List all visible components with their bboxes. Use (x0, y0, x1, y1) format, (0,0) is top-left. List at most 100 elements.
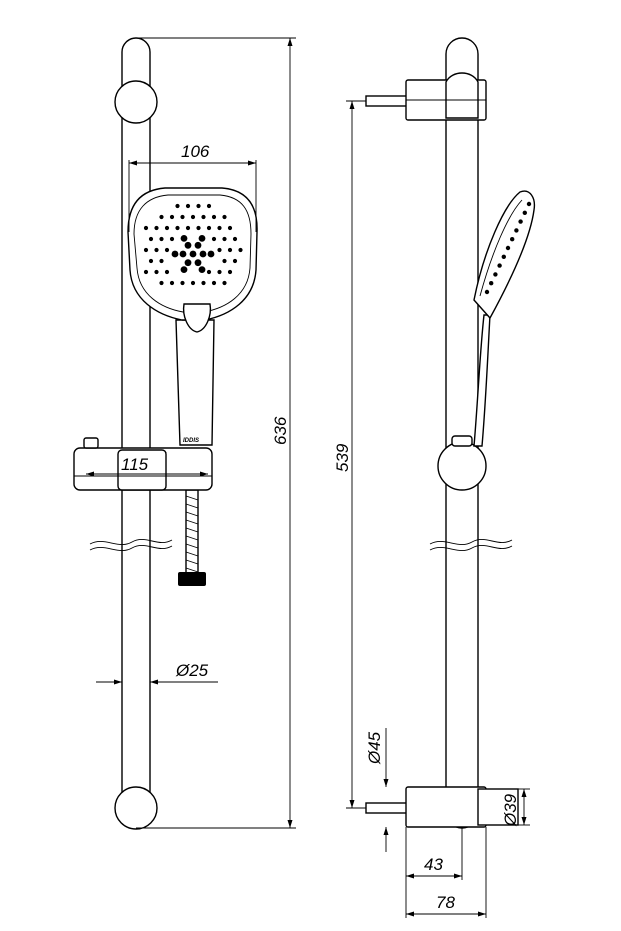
nozzle-dot (148, 236, 154, 242)
nozzle-dot (190, 280, 196, 286)
nozzle-dot (194, 241, 202, 249)
nozzle-dot (180, 214, 185, 220)
nozzle-dot (211, 214, 217, 220)
hose-nut (178, 572, 206, 586)
nozzle-dot (143, 247, 149, 253)
dim-slider-width: 115 (86, 455, 208, 477)
side-break-line-2 (429, 544, 513, 552)
side-nozzle-dot (522, 210, 527, 215)
nozzle-dot (180, 266, 188, 273)
nozzle-dot (217, 269, 222, 275)
nozzle-dot (194, 259, 202, 267)
nozzle-dot (154, 225, 159, 231)
side-nozzle-dot (497, 263, 502, 268)
nozzle-dot (222, 214, 227, 220)
side-nozzle-dot (526, 201, 532, 207)
nozzle-dot (175, 203, 180, 209)
front-shower-head: IDDIS (127, 187, 258, 446)
side-rail (445, 37, 479, 829)
nozzle-dot (238, 247, 243, 253)
side-bottom-bracket (365, 786, 519, 828)
nozzle-dot (227, 247, 233, 253)
nozzle-dot (211, 236, 217, 242)
nozzle-dot (222, 258, 227, 264)
nozzle-dot (227, 269, 233, 275)
nozzle-dot (164, 247, 170, 253)
side-nozzle-dot (510, 237, 515, 242)
front-rail (121, 37, 151, 829)
dim-bracket-diameter: Ø45 (365, 728, 389, 852)
nozzle-pattern (143, 203, 243, 286)
nozzle-dot (189, 250, 197, 258)
brand-mark: IDDIS (183, 438, 199, 444)
nozzle-dot (169, 280, 175, 286)
nozzle-dot (185, 203, 191, 209)
nozzle-dot (227, 225, 233, 231)
nozzle-dot (217, 247, 222, 253)
nozzle-dot (154, 269, 159, 275)
nozzle-dot (154, 247, 159, 253)
nozzle-dot (198, 266, 206, 273)
dim-rail-end-diameter: Ø39 (501, 788, 530, 827)
side-top-bracket (365, 72, 487, 121)
nozzle-dot (143, 225, 149, 231)
nozzle-dot (185, 225, 191, 231)
front-break-line-2 (89, 544, 173, 552)
dim-wall-to-rail: 43 (405, 827, 463, 918)
nozzle-dot (199, 250, 207, 258)
nozzle-dot (232, 236, 238, 242)
nozzle-dot (148, 258, 154, 264)
nozzle-dot (201, 214, 206, 220)
nozzle-dot (169, 236, 175, 242)
front-hose (178, 489, 206, 586)
nozzle-dot (184, 259, 192, 267)
nozzle-dot (171, 250, 179, 258)
nozzle-dot (159, 214, 164, 220)
dim-wall-to-bracket-face: 78 (406, 827, 487, 918)
nozzle-dot (206, 269, 212, 275)
nozzle-dot (159, 280, 164, 286)
nozzle-dot (159, 258, 164, 264)
nozzle-dot (206, 225, 212, 231)
dim-bracket-diameter-label: Ø45 (365, 731, 384, 765)
nozzle-dot (232, 258, 238, 264)
nozzle-dot (207, 250, 215, 258)
nozzle-dot (184, 241, 192, 249)
side-view: 539 Ø45 Ø39 43 (333, 37, 536, 918)
dim-total-height: 636 (136, 37, 296, 829)
nozzle-dot (222, 236, 227, 242)
nozzle-dot (159, 236, 164, 242)
dim-rail-diameter: Ø25 (96, 661, 218, 685)
side-nozzle-dot (518, 219, 523, 224)
dim-rail-diameter-label: Ø25 (175, 661, 209, 680)
nozzle-dot (164, 269, 170, 275)
dim-mount-spacing: 539 (333, 100, 366, 809)
dim-wall-to-rail-label: 43 (424, 855, 443, 874)
nozzle-dot (222, 280, 227, 286)
dim-wall-to-bracket-face-label: 78 (436, 893, 455, 912)
nozzle-dot (179, 250, 187, 258)
nozzle-dot (190, 214, 196, 220)
nozzle-dot (164, 225, 170, 231)
front-break-line (89, 538, 173, 546)
nozzle-dot (169, 214, 175, 220)
front-view: IDDIS 106 115 (73, 37, 296, 830)
front-top-cap (114, 80, 158, 124)
nozzle-dot (217, 225, 222, 231)
front-slider (73, 437, 213, 491)
dim-slider-width-label: 115 (121, 455, 149, 474)
dim-head-width: 106 (128, 142, 257, 232)
dim-mount-spacing-label: 539 (333, 443, 352, 472)
side-nozzle-row (484, 201, 532, 295)
dim-total-height-label: 636 (271, 416, 290, 445)
side-nozzle-dot (505, 245, 511, 251)
side-nozzle-dot (489, 281, 494, 286)
side-shower-head (473, 190, 536, 447)
nozzle-dot (175, 225, 180, 231)
side-nozzle-dot (484, 289, 490, 295)
front-bottom-cap (114, 786, 158, 830)
side-nozzle-dot (501, 254, 506, 259)
nozzle-dot (198, 235, 206, 242)
nozzle-dot (196, 225, 201, 231)
dim-head-width-label: 106 (181, 142, 210, 161)
